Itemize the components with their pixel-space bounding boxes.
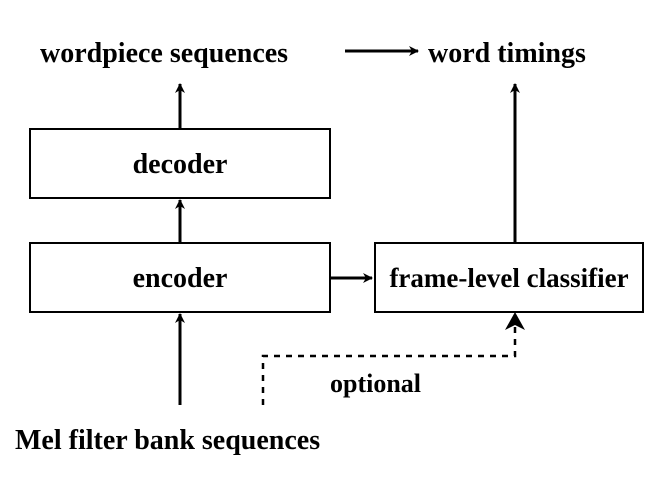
encoder-box [29, 242, 331, 313]
frame-level-classifier-label: frame-level classifier [389, 263, 628, 293]
wordpiece-sequences-label: wordpiece sequences [40, 38, 288, 69]
word-timings-label: word timings [428, 38, 586, 69]
optional-label: optional [330, 369, 421, 398]
decoder-label: decoder [133, 149, 228, 180]
optional-arrowhead [505, 312, 525, 330]
decoder-box [29, 128, 331, 199]
optional-dashed-path [261, 316, 517, 405]
frame-level-classifier-box [374, 242, 644, 313]
encoder-label: encoder [133, 263, 228, 294]
mel-filter-bank-sequences-label: Mel filter bank sequences [15, 425, 320, 456]
